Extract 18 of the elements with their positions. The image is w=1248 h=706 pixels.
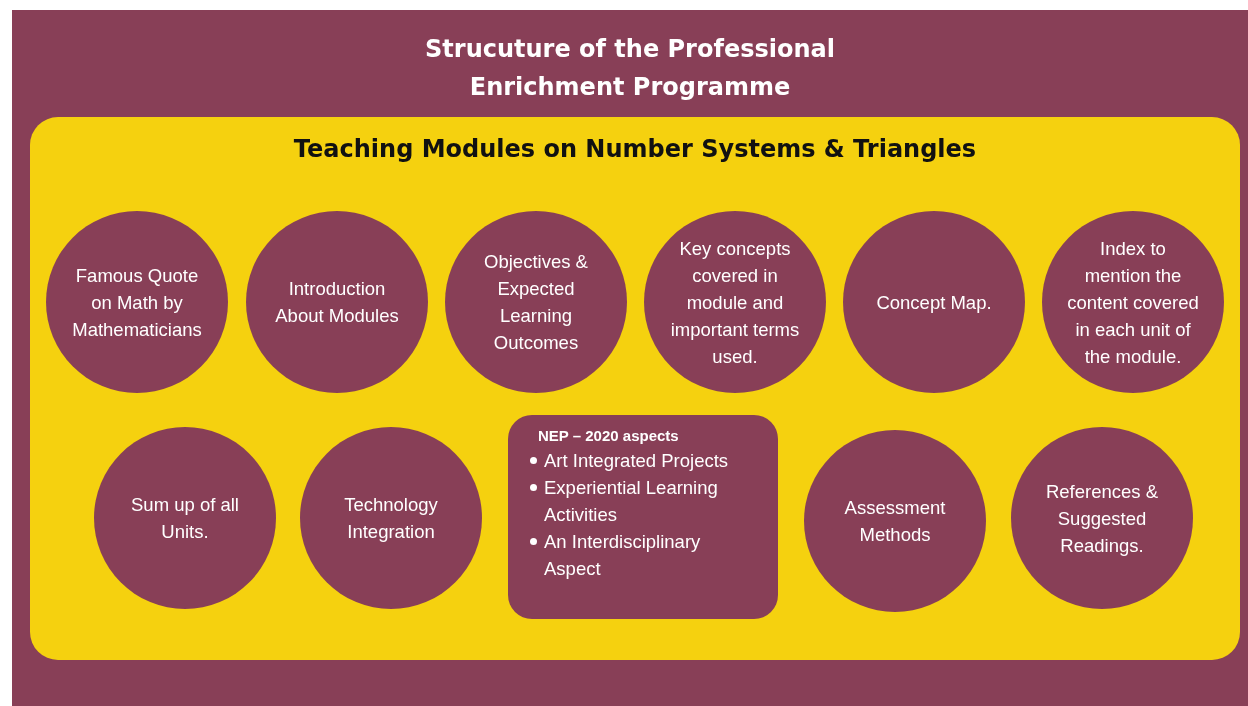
circle-label: Concept Map. [876, 290, 992, 315]
circle-label: Famous Quote on Math by Mathematicians [71, 263, 203, 342]
circle-label: Assessment Methods [843, 496, 947, 547]
circle-label: References & Suggested Readings. [1044, 479, 1160, 558]
circle-label: Sum up of all Units. [130, 493, 240, 544]
panel-heading: Teaching Modules on Number Systems & Triangles [293, 135, 977, 163]
bullet-item: Experiential Learning Activities [544, 476, 719, 527]
box-heading: NEP – 2020 aspects [538, 427, 679, 444]
circle-label: Index to mention the content covered in each unit of the module. [1066, 236, 1200, 369]
circle-label: Introduction About Modules [274, 277, 400, 328]
content-panel [30, 117, 1240, 660]
diagram-title: Strucuture of the Professional Enrichment Programme [424, 34, 836, 103]
bullet-item: Art Integrated Projects [544, 449, 729, 473]
aspects-box [508, 415, 778, 619]
bullet-item: An Interdisciplinary Aspect [544, 530, 702, 581]
circle-label: Objectives & Expected Learning Outcomes [483, 250, 589, 355]
circle-label: Key concepts covered in module and important terms used. [669, 236, 801, 369]
circle-label: Technology Integration [343, 493, 439, 544]
